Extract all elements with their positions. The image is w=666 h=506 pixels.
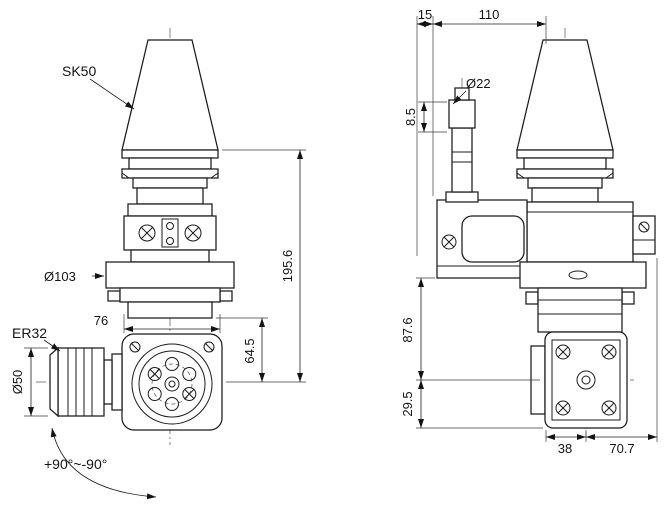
- er32-label: ER32: [12, 325, 47, 341]
- side-lower-flange: [519, 261, 647, 333]
- front-dim-collet-dia: Ø50: [10, 347, 48, 417]
- front-taper-cone: [121, 39, 219, 151]
- front-collet-output: [49, 346, 123, 418]
- sk50-label: SK50: [62, 63, 96, 79]
- front-dim-axis-height: 64.5: [216, 317, 268, 382]
- side-dim-offset-small: 15: [416, 7, 434, 256]
- width-right-label: 70.7: [609, 441, 634, 456]
- collet-diameter-label: Ø50: [10, 370, 25, 395]
- front-flange-stack: [121, 149, 219, 189]
- side-dim-step-height: 8.5: [403, 101, 447, 133]
- front-dim-flange-dia: Ø103: [44, 269, 104, 284]
- body-width-label: 76: [94, 313, 108, 328]
- flange-diameter-label: Ø103: [44, 269, 76, 284]
- front-angle-head: [121, 333, 223, 431]
- offset-large-label: 110: [479, 7, 500, 22]
- side-output-spindle: [445, 87, 479, 203]
- side-gearbox-body: [436, 199, 656, 279]
- front-dim-overall-height: 195.6: [222, 149, 306, 383]
- axis-height-label: 64.5: [242, 338, 257, 363]
- step-height-label: 8.5: [403, 108, 418, 126]
- swivel-range-label: +90°~-90°: [44, 456, 107, 472]
- spindle-diameter-label: Ø22: [466, 76, 491, 91]
- side-flange-stack: [516, 149, 614, 203]
- width-left-label: 38: [558, 441, 572, 456]
- offset-small-label: 15: [418, 7, 432, 22]
- side-angle-head: [530, 331, 628, 429]
- overall-height-label: 195.6: [280, 250, 295, 283]
- side-dim-width-left: 38: [545, 430, 587, 456]
- side-taper-cone: [516, 39, 614, 151]
- upper-height-label: 87.6: [400, 317, 415, 342]
- side-dim-width-right: 70.7: [586, 258, 658, 456]
- front-dim-swivel-range: +90°~-90°: [44, 427, 157, 500]
- side-dim-lower-height: 29.5: [400, 380, 543, 429]
- front-clamp-body: [123, 187, 217, 263]
- front-view: SK50 Ø103 ER32 Ø50 76: [10, 28, 306, 500]
- lower-height-label: 29.5: [400, 391, 415, 416]
- side-dim-offset-large: 110: [433, 7, 547, 44]
- front-mount-flange: [105, 261, 235, 319]
- front-dim-sk50: SK50: [62, 63, 135, 110]
- side-view: 15 110 Ø22 8.5 87.6: [400, 7, 658, 456]
- front-dim-body-width: 76: [94, 313, 221, 333]
- side-dim-upper-height: 87.6: [400, 277, 540, 381]
- front-dim-er32: ER32: [12, 325, 61, 352]
- side-dim-spindle-dia: Ø22: [452, 76, 491, 105]
